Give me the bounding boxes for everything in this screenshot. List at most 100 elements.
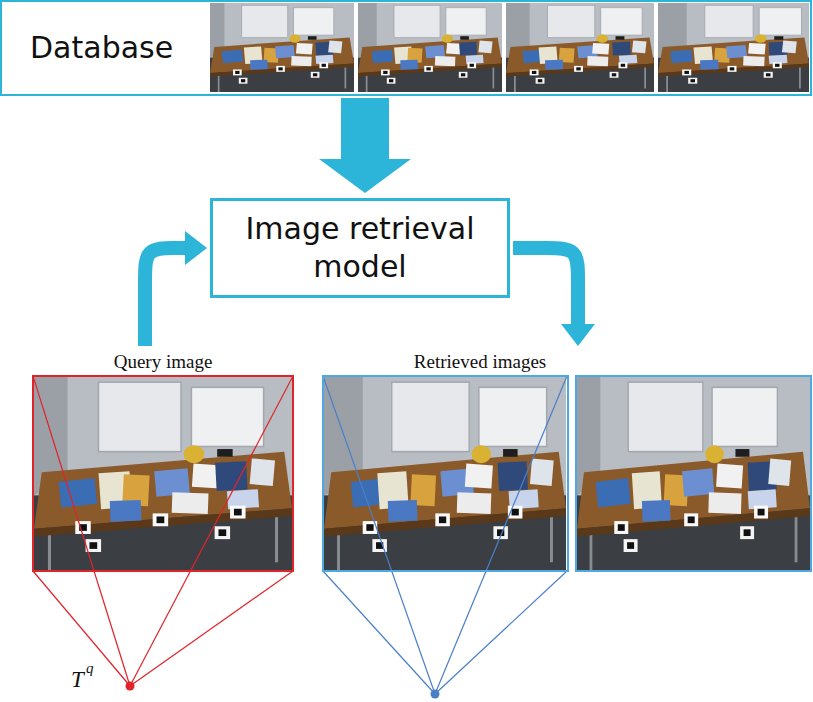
- marker-code: [218, 529, 226, 536]
- black-box: [308, 36, 317, 40]
- database-box: Database: [0, 0, 812, 96]
- marker-code: [313, 73, 317, 76]
- image-frame: [575, 375, 812, 572]
- marker-code: [744, 529, 751, 536]
- marker: [688, 78, 697, 84]
- marker: [424, 66, 433, 72]
- marker-code: [278, 67, 282, 70]
- black-box: [503, 449, 518, 457]
- marker: [684, 513, 698, 526]
- paper: [59, 478, 98, 507]
- whiteboard: [479, 387, 547, 446]
- whiteboard: [446, 8, 486, 35]
- paper: [296, 43, 313, 55]
- marker: [215, 526, 230, 539]
- frustum-line: [435, 376, 567, 694]
- whiteboard: [242, 5, 288, 37]
- table-photo: [210, 3, 354, 92]
- marker: [610, 72, 619, 78]
- frustum-line: [323, 571, 435, 694]
- marker-code: [532, 71, 536, 74]
- paper: [400, 60, 418, 70]
- arrow-shaft: [513, 248, 578, 326]
- paper: [250, 60, 268, 70]
- marker: [536, 78, 545, 84]
- marker-code: [618, 524, 625, 531]
- table-photo: [506, 3, 654, 92]
- paper: [612, 42, 631, 56]
- toy: [472, 445, 491, 463]
- table-leg: [799, 66, 801, 89]
- whiteboard: [628, 382, 703, 451]
- marker: [530, 69, 539, 75]
- table-leg: [666, 74, 668, 92]
- wall: [658, 3, 809, 92]
- marker-code: [470, 64, 474, 67]
- marker-code: [766, 73, 771, 76]
- frustum-line: [323, 376, 435, 694]
- table-leg: [366, 74, 368, 92]
- paper: [530, 458, 554, 486]
- paper: [642, 500, 671, 522]
- marker-code: [322, 64, 326, 67]
- marker-code: [234, 509, 242, 516]
- marker-code: [89, 542, 97, 549]
- paper: [708, 492, 741, 514]
- marker: [435, 513, 450, 526]
- paper: [768, 458, 791, 486]
- whiteboard: [191, 387, 263, 446]
- table-leg: [48, 531, 51, 570]
- paper: [388, 500, 418, 522]
- marker: [387, 78, 396, 84]
- marker: [682, 69, 691, 75]
- paper: [465, 464, 493, 489]
- wall: [324, 377, 566, 570]
- table-leg: [275, 513, 278, 562]
- black-box: [774, 36, 783, 40]
- arrow-head: [185, 231, 207, 265]
- marker-code: [684, 71, 689, 74]
- arrow-shaft: [145, 248, 187, 346]
- paper: [670, 50, 693, 64]
- table-leg: [337, 531, 340, 570]
- box-label: Image retrieval model: [227, 210, 493, 286]
- image-frame: [32, 375, 294, 572]
- paper: [478, 41, 492, 54]
- table-leg: [590, 531, 593, 570]
- marker-code: [366, 524, 373, 531]
- flow-arrow: [513, 248, 595, 346]
- table-edge: [210, 64, 354, 77]
- marker-code: [621, 64, 625, 67]
- black-box: [616, 36, 625, 40]
- marker: [381, 69, 390, 75]
- marker-code: [426, 67, 430, 70]
- arrow-head: [319, 159, 411, 193]
- panel-heading: Retrieved images: [322, 351, 638, 373]
- whiteboard: [759, 8, 801, 35]
- marker: [618, 62, 627, 68]
- paper: [743, 56, 765, 66]
- marker: [276, 66, 285, 72]
- table-leg: [344, 66, 346, 89]
- table-edge: [506, 64, 654, 77]
- marker: [614, 521, 628, 534]
- wall: [577, 377, 810, 570]
- paper: [328, 41, 342, 54]
- marker: [773, 62, 782, 68]
- marker: [624, 539, 638, 552]
- toy: [442, 34, 454, 42]
- marker-code: [627, 542, 634, 549]
- marker: [764, 72, 773, 78]
- wall: [506, 3, 654, 92]
- marker-code: [512, 509, 519, 516]
- arrow-shaft: [341, 98, 389, 160]
- whiteboard: [705, 5, 753, 37]
- paper: [215, 461, 247, 491]
- table-edge: [34, 508, 292, 536]
- marker-code: [439, 516, 446, 523]
- wall: [358, 3, 502, 92]
- camera-center: [126, 682, 135, 691]
- marker-code: [612, 73, 616, 76]
- wall: [34, 377, 292, 570]
- table-leg: [218, 74, 220, 92]
